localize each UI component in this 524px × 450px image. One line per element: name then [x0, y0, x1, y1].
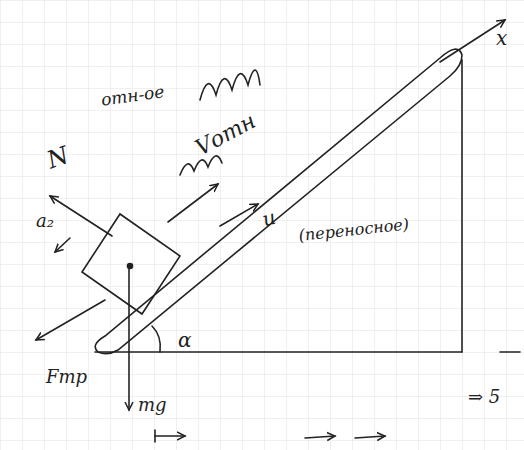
angle-arc: [152, 326, 160, 352]
block: [82, 214, 180, 314]
drawing: [36, 20, 520, 442]
small-arrow: [355, 436, 385, 438]
note-label: ⇒ 5: [468, 388, 500, 406]
scribble: [200, 70, 260, 100]
axis-label: x: [496, 28, 507, 48]
force-label: mg: [138, 396, 167, 414]
accel-arrow: [55, 238, 70, 252]
gravity-arrow: [128, 268, 130, 410]
edge-mark: [500, 351, 520, 353]
ground-line: [95, 351, 462, 353]
small-tick: [154, 430, 156, 442]
vertical-line: [461, 60, 463, 352]
incline: [95, 49, 462, 353]
transport-velocity-arrow: [220, 204, 258, 226]
small-arrow: [155, 435, 185, 437]
angle-label: α: [178, 330, 192, 350]
friction-arrow: [36, 300, 105, 340]
relative-velocity-arrow: [168, 184, 218, 222]
normal-force-arrow: [50, 196, 112, 236]
force-label: Fтр: [46, 368, 87, 386]
accel-label: a₂: [36, 212, 54, 230]
small-arrow: [305, 436, 335, 438]
x-axis: [440, 20, 505, 62]
